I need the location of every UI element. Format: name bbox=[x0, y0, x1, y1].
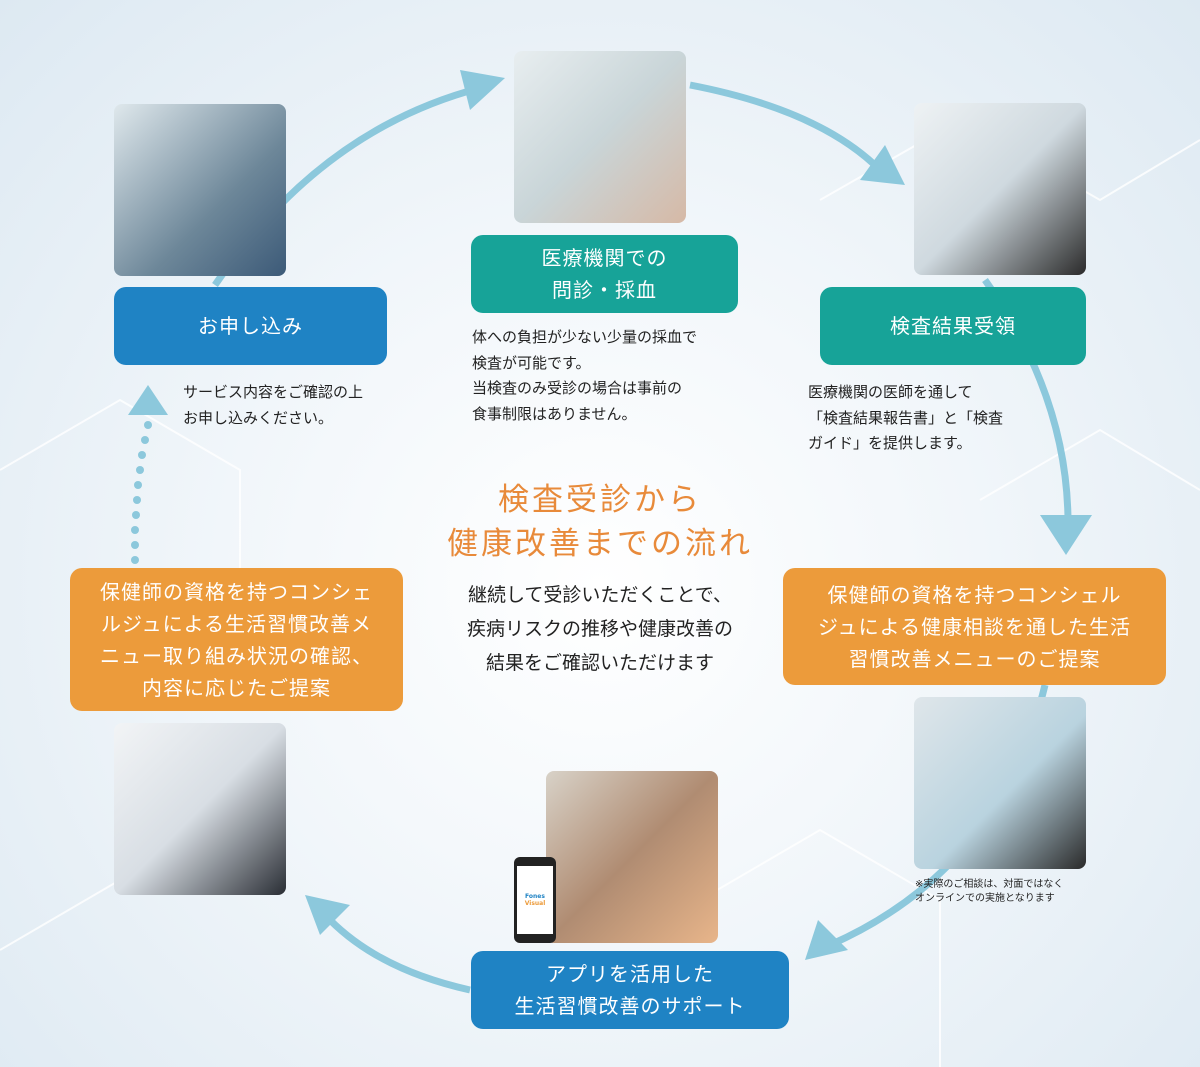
photo-nurse-video-call bbox=[114, 723, 286, 895]
center-text: 継続して受診いただくことで、疾病リスクの推移や健康改善の結果をご確認いただけます bbox=[466, 584, 733, 674]
step-label: 検査結果受領 bbox=[890, 314, 1016, 338]
photo-online-consultant bbox=[914, 697, 1086, 869]
step-app-box: アプリを活用した生活習慣改善のサポート bbox=[471, 951, 789, 1029]
photo-blood-draw bbox=[514, 51, 686, 223]
online-note: ※実際のご相談は、対面ではなく オンラインでの実施となります bbox=[915, 879, 1064, 904]
step-consult-box: 保健師の資格を持つコンシェルジュによる健康相談を通した生活習慣改善メニューのご提… bbox=[783, 568, 1166, 685]
step-label: お申し込み bbox=[198, 314, 303, 338]
diagram-title: 検査受診から健康改善までの流れ bbox=[447, 482, 753, 562]
arrow-5-to-6 bbox=[327, 917, 471, 994]
step-followup-box: 保健師の資格を持つコンシェルジュによる生活習慣改善メニュー取り組み状況の確認、内… bbox=[70, 568, 403, 711]
step-results-desc: 医療機関の医師を通して 「検査結果報告書」と「検査 ガイド」を提供します。 bbox=[808, 383, 1004, 452]
step-label: 医療機関での bbox=[541, 246, 668, 270]
step-apply-desc: サービス内容をご確認の上 お申し込みください。 bbox=[183, 383, 364, 427]
step-apply-box: お申し込み bbox=[114, 287, 387, 365]
photo-doctor bbox=[914, 103, 1086, 275]
photo-family-app bbox=[546, 771, 718, 943]
step-label: 問診・採血 bbox=[552, 278, 657, 302]
step-results-box: 検査結果受領 bbox=[820, 287, 1086, 365]
step-clinic-desc: 体への負担が少ない少量の採血で 検査が可能です。 当検査のみ受診の場合は事前の … bbox=[472, 328, 698, 423]
step-clinic-box: 医療機関での問診・採血 bbox=[471, 235, 738, 313]
arrow-2-to-3 bbox=[689, 81, 883, 173]
photo-man-on-phone bbox=[114, 104, 286, 276]
